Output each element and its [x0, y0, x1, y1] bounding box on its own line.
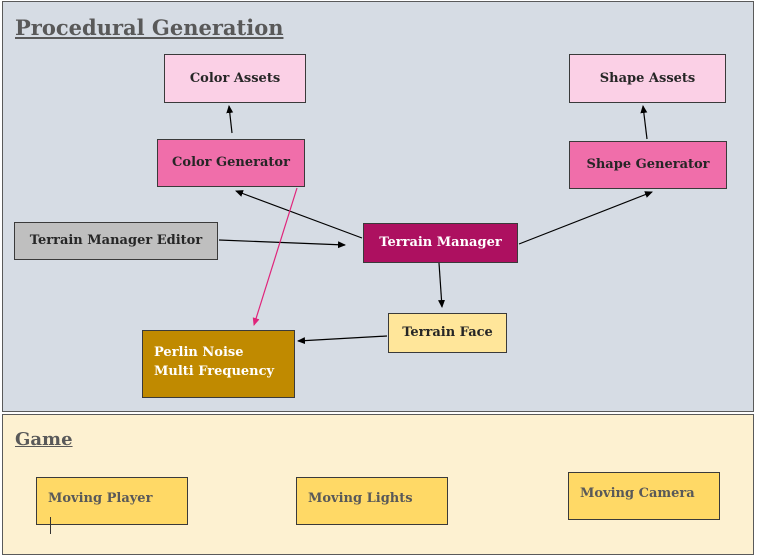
color-generator-label: Color Generator [172, 155, 290, 170]
moving-player-node: Moving Player [36, 477, 188, 525]
terrain-manager-editor-node: Terrain Manager Editor [14, 222, 218, 260]
moving-camera-node: Moving Camera [568, 472, 720, 520]
moving-lights-node: Moving Lights [296, 477, 448, 525]
color-assets-label: Color Assets [189, 70, 281, 86]
game-title: Game [15, 429, 73, 450]
shape-generator-label: Shape Generator [586, 157, 710, 172]
shape-assets-label: Shape Assets [599, 70, 696, 86]
perlin-noise-label-line1: Perlin Noise [154, 345, 244, 360]
moving-camera-label: Moving Camera [580, 486, 695, 501]
color-generator-node: Color Generator [157, 139, 305, 187]
terrain-face-label: Terrain Face [402, 325, 493, 340]
terrain-manager-node: Terrain Manager [363, 223, 518, 263]
text-cursor [50, 517, 51, 534]
terrain-face-node: Terrain Face [388, 313, 507, 353]
moving-player-label: Moving Player [48, 491, 153, 506]
procedural-generation-title: Procedural Generation [15, 15, 284, 40]
moving-lights-label: Moving Lights [308, 491, 413, 506]
color-assets-node: Color Assets [164, 54, 306, 103]
terrain-manager-label: Terrain Manager [379, 235, 502, 250]
shape-assets-node: Shape Assets [569, 54, 726, 103]
perlin-noise-node: Perlin Noise Multi Frequency [142, 330, 295, 398]
shape-generator-node: Shape Generator [569, 141, 727, 189]
perlin-noise-label-line2: Multi Frequency [154, 364, 275, 379]
terrain-manager-editor-label: Terrain Manager Editor [29, 233, 203, 248]
